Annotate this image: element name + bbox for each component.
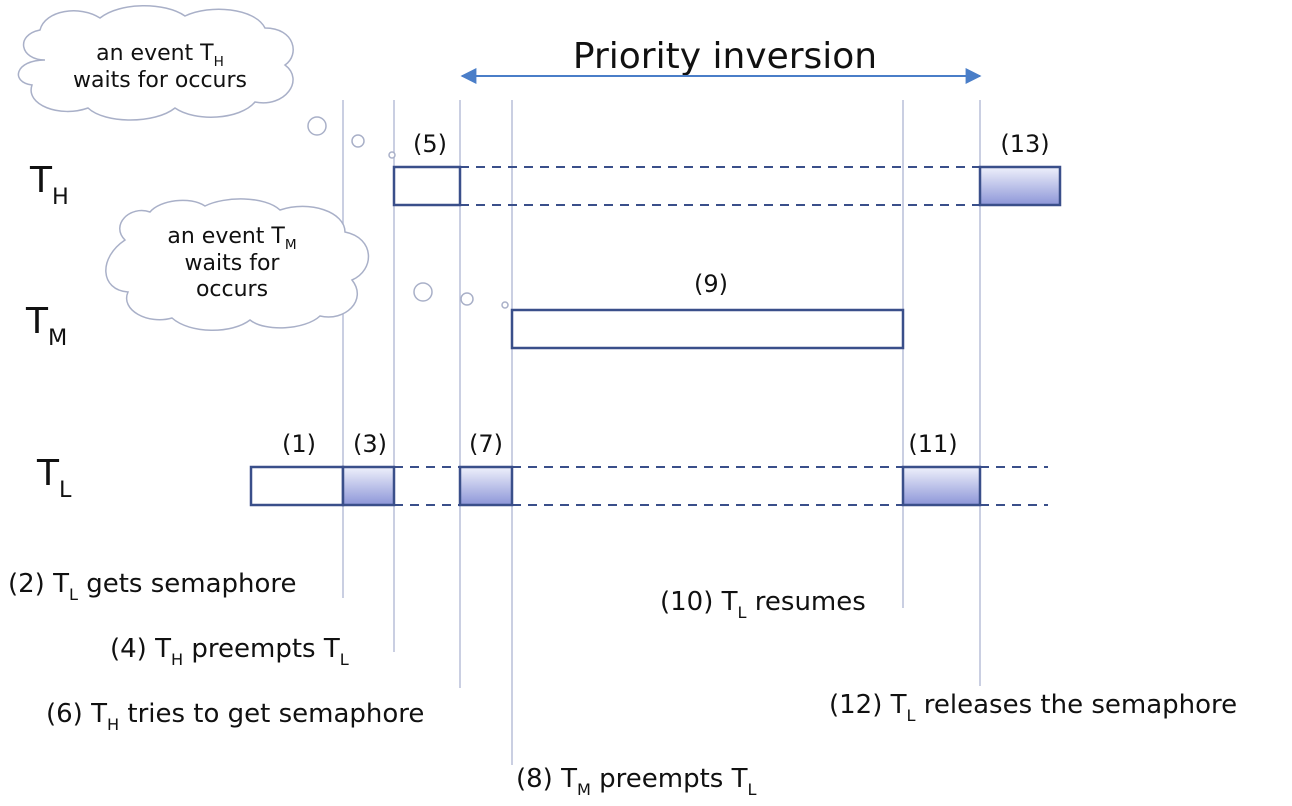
block-5 (392, 165, 462, 207)
cloud-high-line1: an event TH (96, 41, 224, 70)
block-13-label: (13) (1000, 130, 1049, 158)
event-12: (12) TL releases the semaphore (829, 690, 1237, 725)
event-6: (6) TH tries to get semaphore (46, 699, 424, 734)
block-11 (901, 465, 982, 507)
event-10: (10) TL resumes (660, 587, 866, 622)
cloud-medium-line1: an event TM (167, 224, 296, 253)
block-1 (249, 465, 345, 507)
block-9 (510, 308, 905, 350)
cloud-high: an event TH waits for occurs (17, 5, 396, 159)
block-3-label: (3) (353, 430, 387, 458)
block-11-label: (11) (908, 430, 957, 458)
event-8: (8) TM preempts TL (516, 764, 757, 799)
thought-bubble (413, 282, 433, 302)
cloud-medium-shape (105, 198, 370, 331)
block-5-label: (5) (413, 130, 447, 158)
block-13 (978, 165, 1062, 207)
thought-bubble (501, 301, 509, 309)
cloud-medium: an event TM waits for occurs (105, 198, 509, 331)
cloud-high-shape (17, 5, 294, 121)
cloud-medium-line3: occurs (196, 277, 268, 302)
thought-bubble (388, 151, 396, 159)
block-9-label: (9) (694, 270, 728, 298)
event-2: (2) TL gets semaphore (8, 569, 297, 604)
cloud-medium-line2: waits for (185, 251, 281, 276)
block-7-label: (7) (469, 430, 503, 458)
task-label-high: TH (29, 160, 69, 210)
event-4: (4) TH preempts TL (110, 634, 349, 669)
block-7 (458, 465, 514, 507)
task-label-medium: TM (25, 301, 67, 351)
thought-bubble (307, 116, 327, 136)
diagram-title: Priority inversion (573, 36, 877, 77)
execution-blocks (249, 165, 1062, 507)
thought-bubble (460, 292, 474, 306)
block-1-label: (1) (282, 430, 316, 458)
thought-bubble (351, 134, 365, 148)
block-3 (341, 465, 396, 507)
dashed-lanes (394, 166, 1048, 506)
cloud-high-line2: waits for occurs (73, 68, 247, 93)
task-label-low: TL (36, 453, 72, 503)
